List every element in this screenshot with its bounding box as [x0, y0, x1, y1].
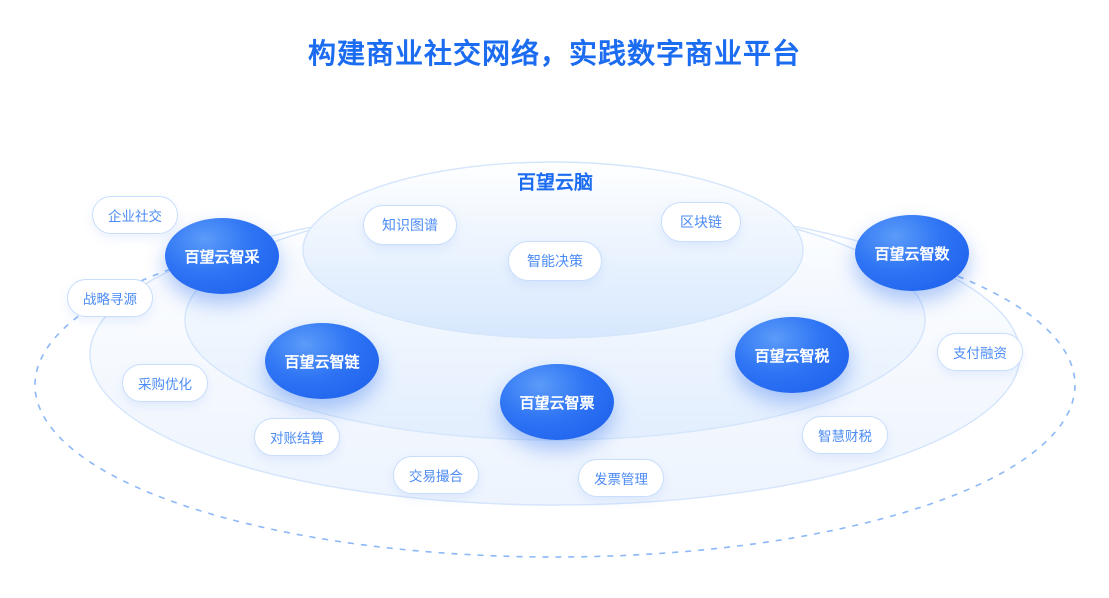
- dashed-outer-ring: [34, 212, 1076, 558]
- pill-reconciliation-settlement: 对账结算: [254, 418, 340, 456]
- pill-trade-matching: 交易撮合: [393, 456, 479, 494]
- bubble-blockchain: 区块链: [661, 202, 741, 242]
- bubble-intelligent-decision: 智能决策: [508, 241, 602, 281]
- node-smart-data: 百望云智数: [855, 215, 969, 291]
- pill-invoice-management: 发票管理: [578, 459, 664, 497]
- pill-enterprise-social: 企业社交: [92, 196, 178, 234]
- pill-smart-finance-tax: 智慧财税: [802, 416, 888, 454]
- node-smart-tax: 百望云智税: [735, 317, 849, 393]
- page-title: 构建商业社交网络，实践数字商业平台: [307, 38, 801, 69]
- node-smart-chain: 百望云智链: [265, 323, 379, 399]
- pill-payment-financing: 支付融资: [937, 333, 1023, 371]
- node-smart-procurement: 百望云智采: [165, 218, 279, 294]
- pill-strategic-sourcing: 战略寻源: [67, 279, 153, 317]
- pill-procurement-optimization: 采购优化: [122, 364, 208, 402]
- cloud-brain-label: 百望云脑: [516, 172, 594, 194]
- bubble-knowledge-graph: 知识图谱: [363, 205, 457, 245]
- node-smart-invoice: 百望云智票: [500, 364, 614, 440]
